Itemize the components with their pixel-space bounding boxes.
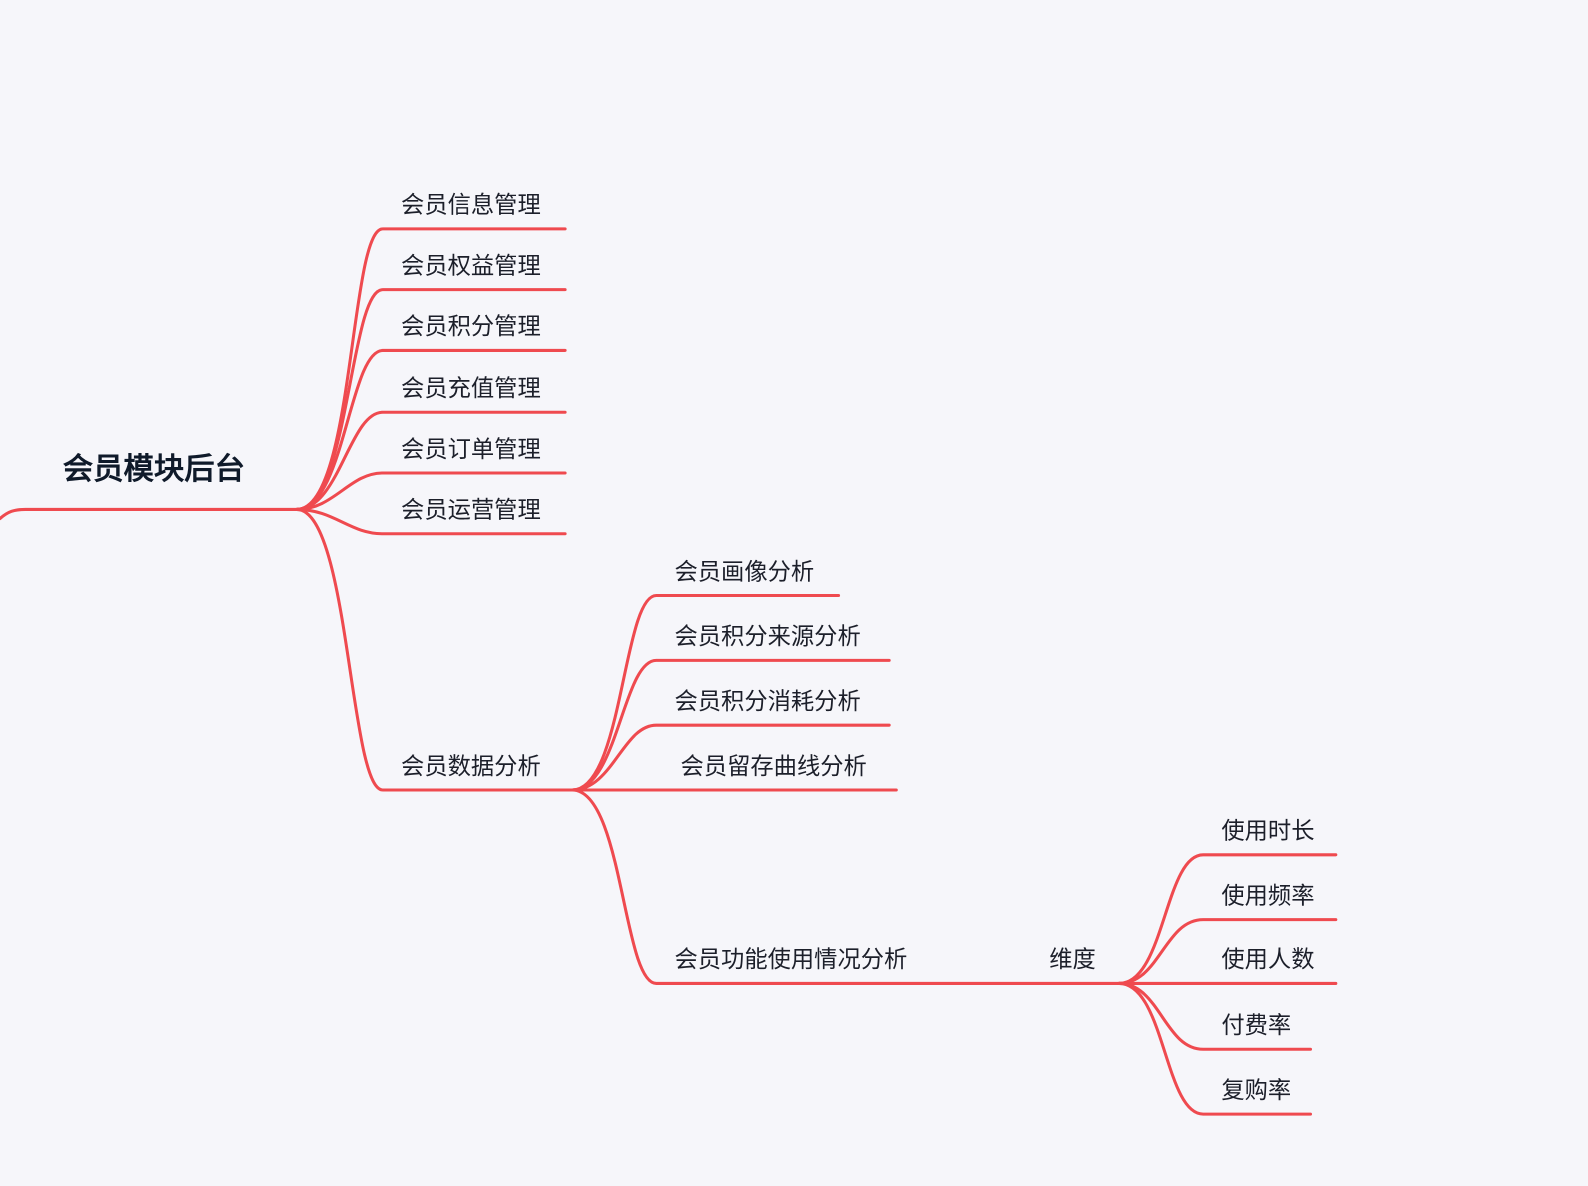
node-payment-rate[interactable]: 付费率	[1221, 1012, 1291, 1039]
node-member-orders[interactable]: 会员订单管理	[401, 436, 541, 463]
node-dimension[interactable]: 维度	[1049, 946, 1096, 973]
root-connector	[0, 507, 299, 521]
node-member-rights[interactable]: 会员权益管理	[401, 252, 541, 279]
node-points-source-analysis[interactable]: 会员积分来源分析	[674, 623, 860, 650]
node-member-operations[interactable]: 会员运营管理	[401, 497, 541, 524]
level1-branches	[295, 227, 574, 792]
node-member-recharge[interactable]: 会员充值管理	[401, 375, 541, 402]
node-member-points[interactable]: 会员积分管理	[401, 313, 541, 340]
node-member-info[interactable]: 会员信息管理	[401, 192, 541, 219]
analysis-branches	[570, 594, 1121, 985]
metric-branches	[1117, 853, 1338, 1116]
node-points-consumption-analysis[interactable]: 会员积分消耗分析	[674, 688, 860, 715]
node-user-count[interactable]: 使用人数	[1221, 946, 1314, 973]
node-usage-duration[interactable]: 使用时长	[1221, 818, 1314, 845]
node-retention-curve-analysis[interactable]: 会员留存曲线分析	[681, 753, 867, 780]
node-repurchase-rate[interactable]: 复购率	[1221, 1077, 1291, 1104]
node-member-data-analysis[interactable]: 会员数据分析	[401, 753, 541, 780]
node-feature-usage-analysis[interactable]: 会员功能使用情况分析	[674, 946, 907, 973]
root-node[interactable]: 会员模块后台	[63, 452, 245, 487]
node-portrait-analysis[interactable]: 会员画像分析	[674, 558, 814, 585]
node-usage-frequency[interactable]: 使用频率	[1221, 882, 1314, 909]
